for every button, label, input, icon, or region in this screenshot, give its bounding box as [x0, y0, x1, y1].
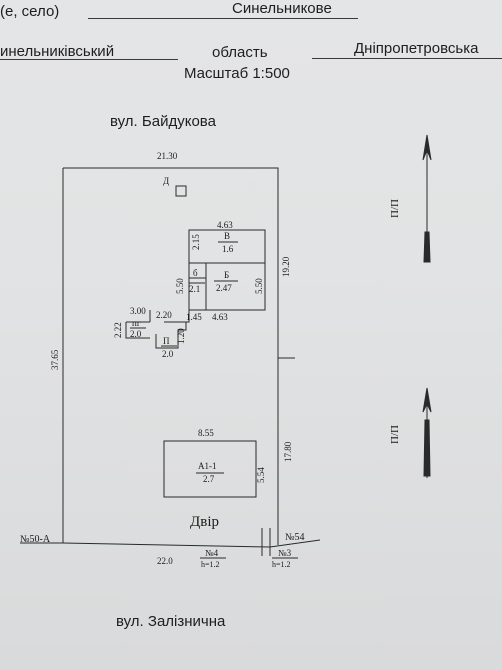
pg-height: 2.22 — [113, 322, 123, 338]
b-small-name: б — [193, 268, 198, 278]
porch-outline-top — [164, 310, 190, 323]
neighbor-right: №54 — [285, 532, 305, 543]
settlement-underline — [88, 18, 358, 19]
a1-sub: 2.7 — [203, 474, 215, 484]
a1-name: А1-1 — [198, 461, 217, 471]
v-name: В — [224, 231, 230, 241]
building-d-square — [175, 185, 187, 197]
p-sub: 2.0 — [162, 349, 174, 359]
well4-name: №4 — [205, 548, 219, 558]
district-value: инельниківський — [0, 43, 115, 60]
p-name: П — [163, 336, 170, 346]
v-width: 4.63 — [217, 220, 233, 230]
marker-top-tail — [423, 231, 431, 263]
plot-right-lower: 17.80 — [283, 441, 293, 462]
building-b-rect — [188, 262, 266, 311]
district-underline — [0, 59, 178, 60]
well3-name: №3 — [278, 548, 292, 558]
v-height: 2.15 — [191, 234, 201, 250]
street-bottom: вул. Залізнична — [116, 613, 226, 630]
neighbor-left: №50-А — [20, 534, 51, 545]
settlement-value: Синельникове — [232, 0, 332, 17]
marker-top-arrow — [422, 134, 432, 161]
building-d-label: Д — [163, 176, 169, 186]
region-value: Дніпропетровська — [354, 40, 479, 57]
yard-label: Двір — [190, 514, 219, 530]
region-label: область — [212, 44, 268, 61]
a1-width: 8.55 — [198, 428, 214, 438]
plot-boundary-top-right — [63, 167, 279, 545]
b-small-width: 1.45 — [186, 312, 202, 322]
marker-bottom-tail — [423, 419, 431, 477]
scale-label: Масштаб 1:500 — [184, 65, 290, 82]
plot-width-top: 21.30 — [157, 151, 178, 161]
pg-name: пг — [132, 318, 141, 328]
well3-h: h=1.2 — [272, 560, 291, 569]
b-height-left: 5.50 — [175, 278, 185, 294]
building-a1-rect — [163, 440, 257, 498]
marker-bottom-label: П/П — [389, 425, 401, 444]
b-height-right: 5.50 — [254, 278, 264, 294]
b-small-sub: 2.1 — [189, 284, 200, 294]
pg-outline — [125, 322, 150, 339]
plot-boundary-bottom — [62, 542, 271, 548]
plot-bottom-left: 22.0 — [157, 556, 173, 566]
p-width-top: 2.20 — [156, 310, 172, 320]
settlement-type-label: (е, село) — [0, 3, 60, 20]
b-name: Б — [224, 270, 229, 280]
v-sub: 1.6 — [222, 244, 234, 254]
pg-width: 3.00 — [130, 306, 146, 316]
street-top: вул. Байдукова — [110, 113, 216, 130]
p-height: 1.20 — [176, 328, 186, 344]
neighbor-right-line — [269, 539, 321, 548]
pg-sub: 2.0 — [130, 329, 142, 339]
well4-h: h=1.2 — [201, 560, 220, 569]
a1-height: 5.54 — [256, 467, 266, 483]
marker-top-label: П/П — [389, 199, 401, 218]
marker-bottom-arrow — [422, 387, 432, 413]
plot-right-upper: 19.20 — [281, 256, 291, 277]
plot-left-side: 37.65 — [50, 349, 60, 370]
b-width-bottom: 4.63 — [212, 312, 228, 322]
p-outline — [155, 322, 187, 349]
b-sub: 2.47 — [216, 283, 232, 293]
region-underline — [312, 58, 502, 59]
